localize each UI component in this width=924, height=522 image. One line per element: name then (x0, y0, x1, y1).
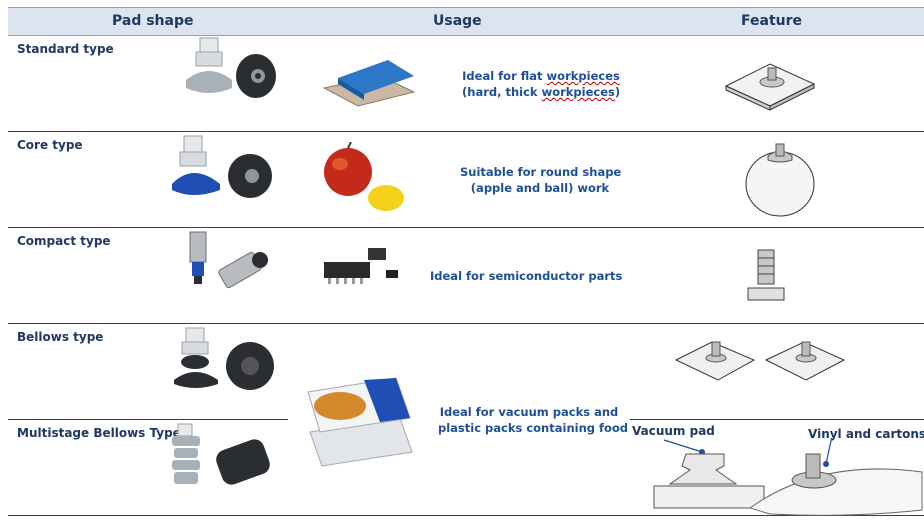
table-header: Pad shape Usage Feature (8, 7, 924, 36)
row-divider (8, 323, 924, 324)
semiconductor-image (324, 248, 398, 284)
header-feature: Feature (741, 13, 802, 29)
apple-image (324, 142, 404, 211)
row-divider (630, 419, 924, 420)
standard-pad-image (186, 37, 276, 98)
multistage-pad-image (172, 423, 270, 485)
flat-workpiece-image (322, 60, 416, 107)
vacuum-pad-diagram (653, 438, 923, 516)
row-label-multistage: Multistage Bellows Type (17, 426, 181, 440)
flat-feature-icon (724, 63, 816, 111)
usage-compact: Ideal for semiconductor parts (430, 269, 623, 283)
callout-vinyl-cartons: Vinyl and cartons (808, 427, 924, 441)
round-feature-icon (745, 143, 815, 217)
semiconductor-feature-icon (747, 249, 785, 301)
row-divider (8, 131, 924, 132)
row-label-core: Core type (17, 138, 83, 152)
callout-vacuum-pad: Vacuum pad (632, 424, 715, 438)
row-label-standard: Standard type (17, 42, 114, 56)
usage-core: Suitable for round shape(apple and ball)… (460, 165, 622, 195)
usage-standard: Ideal for flat workpieces (hard, thick w… (462, 69, 621, 99)
food-pack-image (307, 377, 413, 467)
row-label-bellows: Bellows type (17, 330, 104, 344)
header-pad-shape: Pad shape (112, 13, 194, 29)
vacuum-pack-feature-icon (674, 341, 846, 381)
row-divider (8, 227, 924, 228)
row-label-compact: Compact type (17, 234, 111, 248)
row-divider (8, 515, 924, 516)
bellows-pad-image (174, 327, 274, 390)
core-pad-image (172, 135, 272, 198)
compact-pad-image (189, 231, 268, 289)
header-usage: Usage (433, 13, 482, 29)
row-divider (8, 419, 288, 420)
